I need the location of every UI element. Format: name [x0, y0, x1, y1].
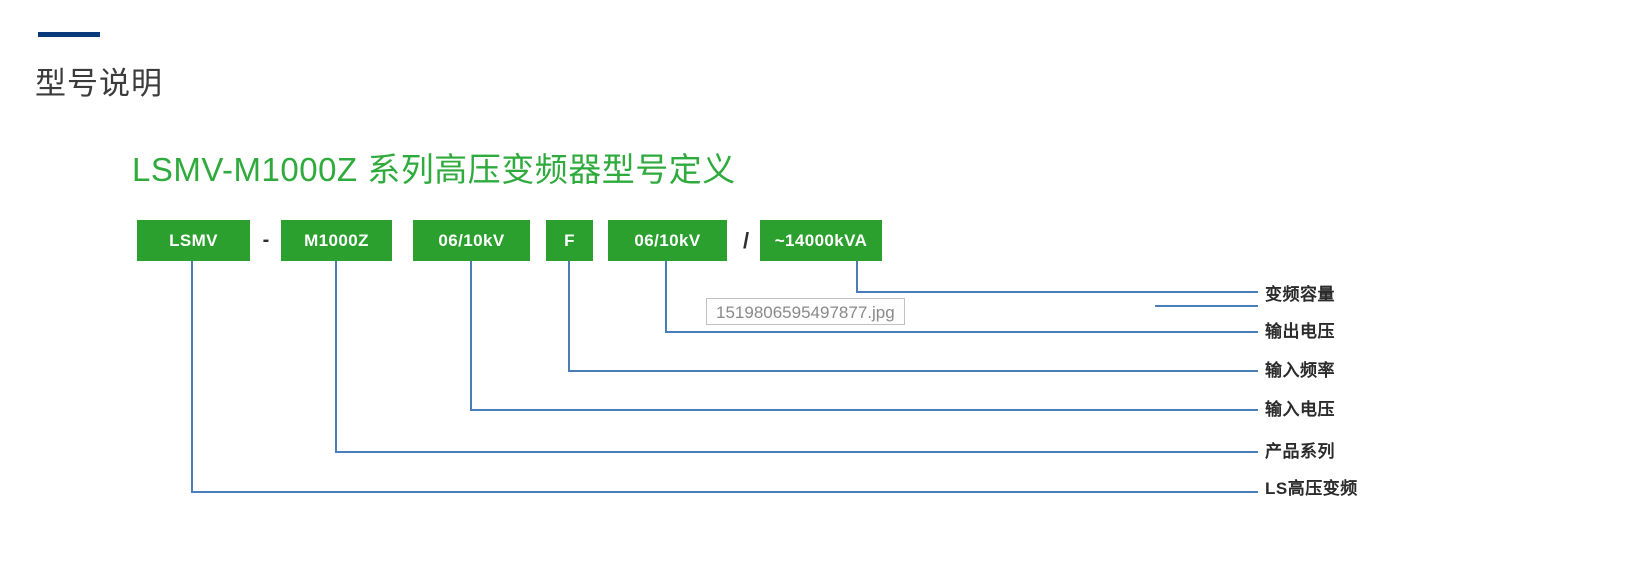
diagram-heading: LSMV-M1000Z 系列高压变频器型号定义 [132, 151, 736, 188]
connector-ls-hv-drive [191, 261, 1258, 493]
connector-input-frequency [568, 261, 1258, 372]
legend-label-ls-hv-drive: LS高压变频 [1265, 479, 1358, 498]
legend-label-product-series: 产品系列 [1265, 442, 1335, 461]
code-box-capacity: ~14000kVA [760, 220, 882, 261]
code-box-lsmv: LSMV [137, 220, 250, 261]
separator-dash: - [262, 229, 270, 251]
title-accent-bar [38, 32, 100, 37]
legend-label-input-frequency: 输入频率 [1265, 361, 1335, 380]
code-box-input-voltage: 06/10kV [413, 220, 530, 261]
code-box-input-frequency: F [546, 220, 593, 261]
legend-label-capacity: 变频容量 [1265, 285, 1335, 304]
code-box-m1000z: M1000Z [281, 220, 392, 261]
separator-slash: / [742, 227, 750, 253]
legend-label-output-voltage: 输出电压 [1265, 322, 1335, 341]
code-box-output-voltage: 06/10kV [608, 220, 727, 261]
connector-input-voltage [470, 261, 1258, 411]
connector-product-series [335, 261, 1258, 453]
page-title: 型号说明 [35, 66, 163, 101]
connector-capacity [856, 261, 1258, 307]
legend-label-input-voltage: 输入电压 [1265, 400, 1335, 419]
image-alt-tooltip: 1519806595497877.jpg [706, 298, 905, 325]
